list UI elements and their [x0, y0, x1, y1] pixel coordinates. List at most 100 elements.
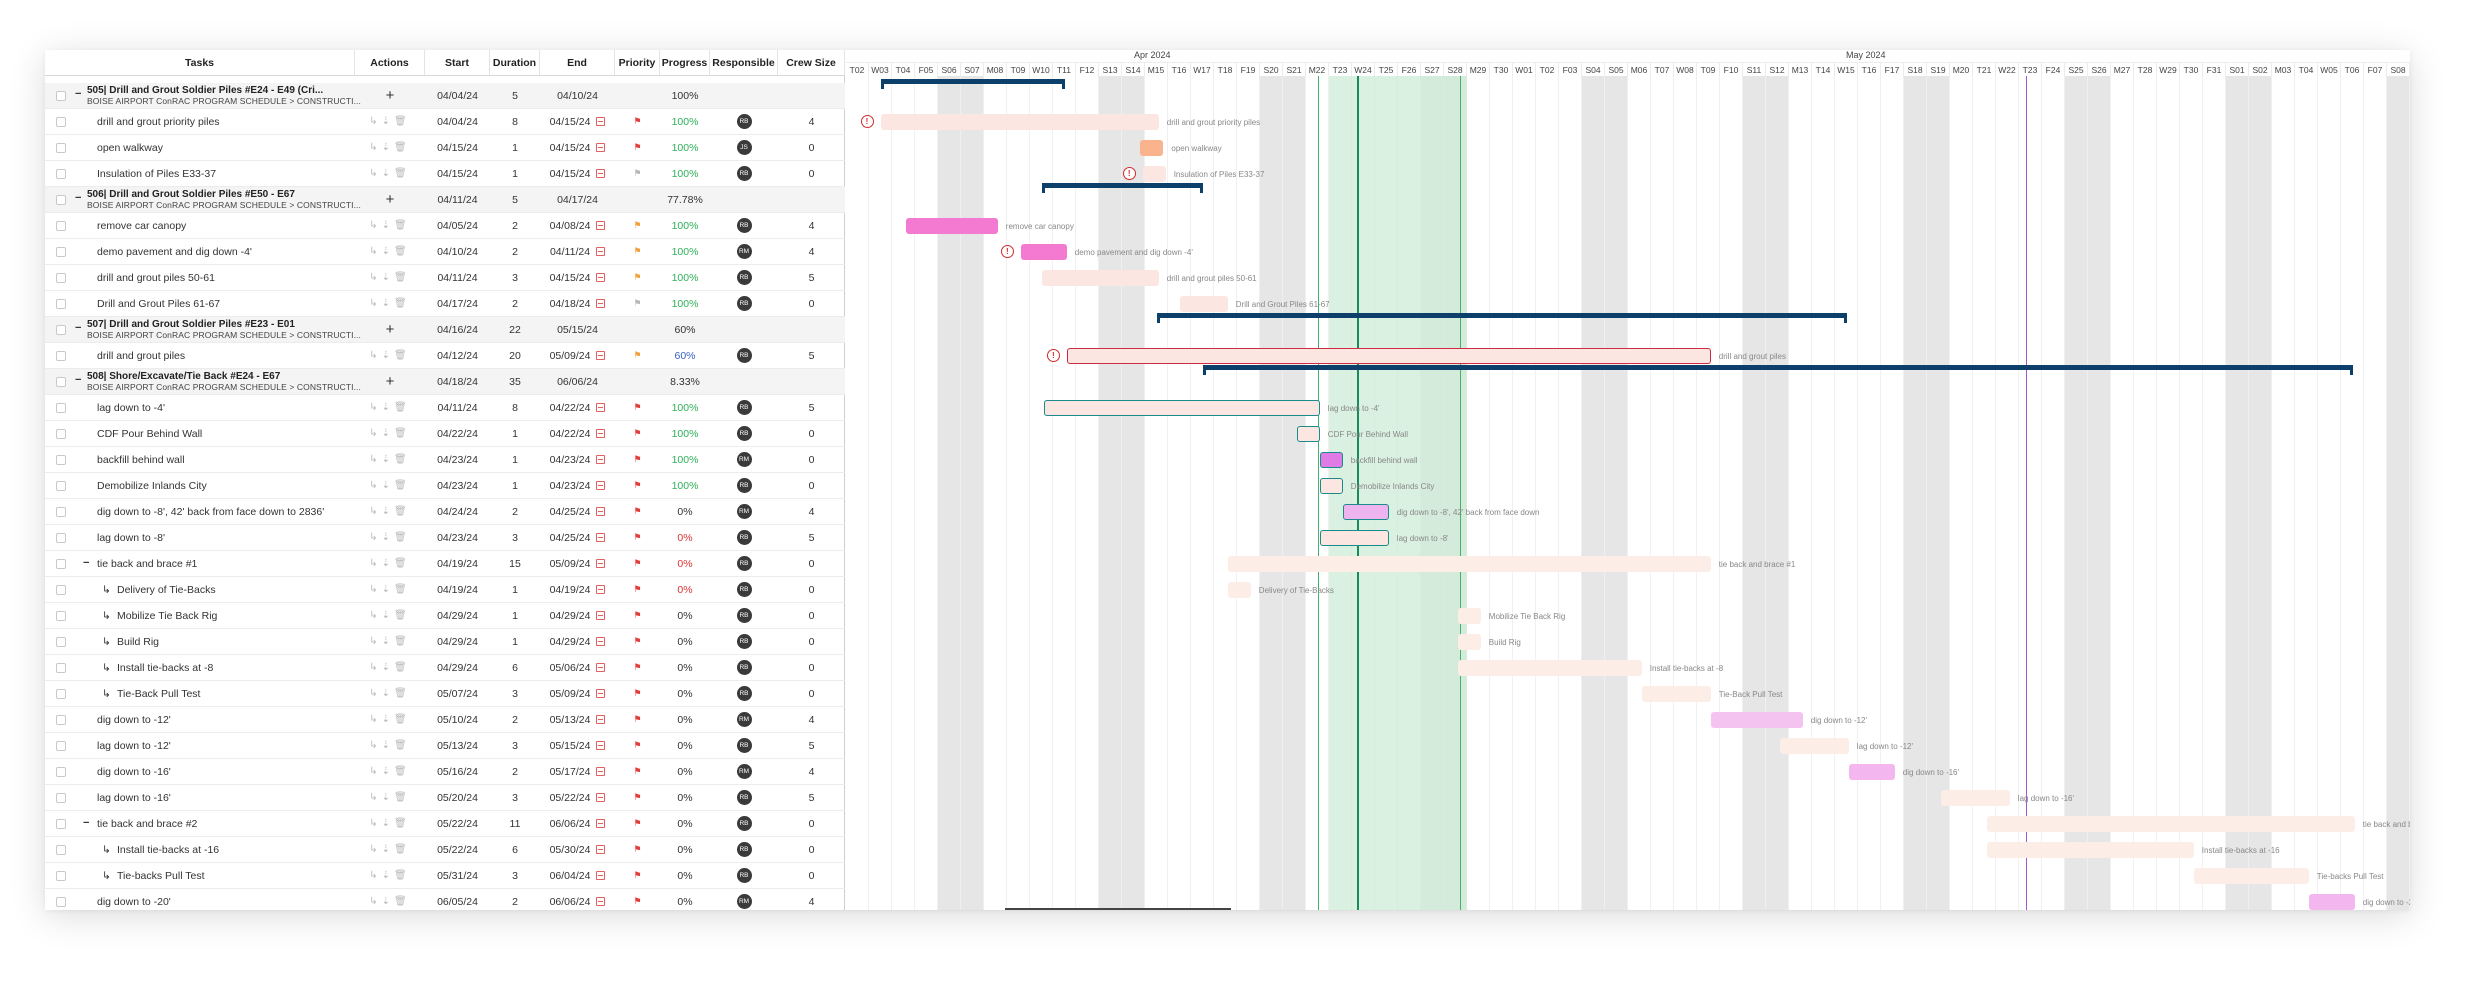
- group-row[interactable]: −506| Drill and Grout Soldier Piles #E50…: [45, 187, 845, 213]
- priority-flag-icon[interactable]: ⚑: [633, 428, 642, 438]
- row-actions-icon[interactable]: ↳⇣🗑: [369, 584, 411, 595]
- row-actions-icon[interactable]: ↳⇣🗑: [369, 350, 411, 361]
- group-summary-bar[interactable]: [1041, 183, 1203, 193]
- col-duration[interactable]: Duration: [490, 50, 540, 75]
- duration[interactable]: 3: [512, 869, 518, 882]
- priority-flag-icon[interactable]: ⚑: [633, 480, 642, 490]
- row-checkbox[interactable]: [56, 871, 66, 881]
- crew-size[interactable]: 0: [808, 661, 815, 674]
- task-bar[interactable]: [1457, 660, 1642, 676]
- table-row[interactable]: drill and grout priority piles↳⇣🗑04/04/2…: [45, 109, 845, 135]
- add-task-icon[interactable]: +: [385, 373, 395, 390]
- start-date[interactable]: 04/19/24: [437, 557, 478, 570]
- task-name[interactable]: dig down to -16': [97, 765, 171, 778]
- task-name[interactable]: Tie-Back Pull Test: [117, 687, 201, 700]
- row-checkbox[interactable]: [56, 195, 66, 205]
- row-checkbox[interactable]: [56, 819, 66, 829]
- group-summary-bar[interactable]: [880, 79, 1065, 89]
- task-name[interactable]: remove car canopy: [97, 219, 187, 232]
- priority-flag-icon[interactable]: ⚑: [633, 818, 642, 828]
- calendar-icon[interactable]: [596, 585, 606, 594]
- row-actions-icon[interactable]: ↳⇣🗑: [369, 870, 411, 881]
- calendar-icon[interactable]: [596, 351, 606, 360]
- row-actions-icon[interactable]: ↳⇣🗑: [369, 116, 411, 127]
- collapse-icon[interactable]: −: [75, 322, 82, 334]
- task-name[interactable]: Tie-backs Pull Test: [117, 869, 205, 882]
- row-checkbox[interactable]: [56, 533, 66, 543]
- priority-flag-icon[interactable]: ⚑: [633, 142, 642, 152]
- start-date[interactable]: 04/10/24: [437, 245, 478, 258]
- horizontal-scrollbar[interactable]: [1005, 908, 1231, 910]
- col-start[interactable]: Start: [425, 50, 490, 75]
- task-bar[interactable]: [880, 114, 1159, 130]
- crew-size[interactable]: 4: [808, 115, 815, 128]
- task-name[interactable]: Mobilize Tie Back Rig: [117, 609, 218, 622]
- task-name[interactable]: dig down to -8', 42' back from face down…: [97, 505, 325, 518]
- task-bar[interactable]: [1142, 166, 1166, 182]
- row-actions-icon[interactable]: ↳⇣🗑: [369, 246, 411, 257]
- table-row[interactable]: demo pavement and dig down -4'↳⇣🗑04/10/2…: [45, 239, 845, 265]
- calendar-icon[interactable]: [596, 845, 606, 854]
- priority-flag-icon[interactable]: ⚑: [633, 636, 642, 646]
- collapse-icon[interactable]: −: [75, 88, 82, 100]
- add-task-icon[interactable]: +: [385, 191, 395, 208]
- crew-size[interactable]: 5: [808, 271, 815, 284]
- row-actions-icon[interactable]: ↳⇣🗑: [369, 480, 411, 491]
- row-checkbox[interactable]: [56, 663, 66, 673]
- row-actions-icon[interactable]: ↳⇣🗑: [369, 298, 411, 309]
- duration[interactable]: 2: [512, 765, 518, 778]
- task-bar[interactable]: [1319, 530, 1389, 546]
- crew-size[interactable]: 4: [808, 505, 815, 518]
- row-actions-icon[interactable]: ↳⇣🗑: [369, 532, 411, 543]
- task-name[interactable]: Drill and Grout Piles 61-67: [97, 297, 221, 310]
- task-name[interactable]: Install tie-backs at -16: [117, 843, 220, 856]
- duration[interactable]: 15: [509, 557, 521, 570]
- duration[interactable]: 35: [509, 375, 521, 388]
- priority-flag-icon[interactable]: ⚑: [633, 688, 642, 698]
- start-date[interactable]: 05/10/24: [437, 713, 478, 726]
- duration[interactable]: 1: [512, 167, 518, 180]
- row-checkbox[interactable]: [56, 273, 66, 283]
- duration[interactable]: 1: [512, 453, 518, 466]
- duration[interactable]: 20: [509, 349, 521, 362]
- crew-size[interactable]: 5: [808, 401, 815, 414]
- row-checkbox[interactable]: [56, 767, 66, 777]
- task-name[interactable]: Delivery of Tie-Backs: [117, 583, 216, 596]
- calendar-icon[interactable]: [596, 559, 606, 568]
- row-checkbox[interactable]: [56, 741, 66, 751]
- row-actions-icon[interactable]: ↳⇣🗑: [369, 844, 411, 855]
- row-actions-icon[interactable]: ↳⇣🗑: [369, 506, 411, 517]
- priority-flag-icon[interactable]: ⚑: [633, 116, 642, 126]
- row-checkbox[interactable]: [56, 611, 66, 621]
- collapse-icon[interactable]: −: [83, 557, 90, 569]
- col-actions[interactable]: Actions: [355, 50, 425, 75]
- task-name[interactable]: lag down to -8': [97, 531, 165, 544]
- collapse-icon[interactable]: −: [75, 374, 82, 386]
- priority-flag-icon[interactable]: ⚑: [633, 454, 642, 464]
- task-bar[interactable]: [1319, 452, 1343, 468]
- priority-flag-icon[interactable]: ⚑: [633, 896, 642, 906]
- start-date[interactable]: 04/23/24: [437, 453, 478, 466]
- row-actions-icon[interactable]: ↳⇣🗑: [369, 740, 411, 751]
- row-actions-icon[interactable]: ↳⇣🗑: [369, 610, 411, 621]
- row-checkbox[interactable]: [56, 221, 66, 231]
- start-date[interactable]: 05/31/24: [437, 869, 478, 882]
- row-actions-icon[interactable]: ↳⇣🗑: [369, 792, 411, 803]
- task-name[interactable]: backfill behind wall: [97, 453, 185, 466]
- calendar-icon[interactable]: [596, 299, 606, 308]
- duration[interactable]: 1: [512, 427, 518, 440]
- calendar-icon[interactable]: [596, 637, 606, 646]
- row-checkbox[interactable]: [56, 455, 66, 465]
- duration[interactable]: 2: [512, 505, 518, 518]
- row-actions-icon[interactable]: ↳⇣🗑: [369, 220, 411, 231]
- priority-flag-icon[interactable]: ⚑: [633, 662, 642, 672]
- task-name[interactable]: Build Rig: [117, 635, 160, 648]
- calendar-icon[interactable]: [596, 455, 606, 464]
- start-date[interactable]: 04/11/24: [437, 401, 478, 414]
- duration[interactable]: 2: [512, 713, 518, 726]
- duration[interactable]: 8: [512, 401, 518, 414]
